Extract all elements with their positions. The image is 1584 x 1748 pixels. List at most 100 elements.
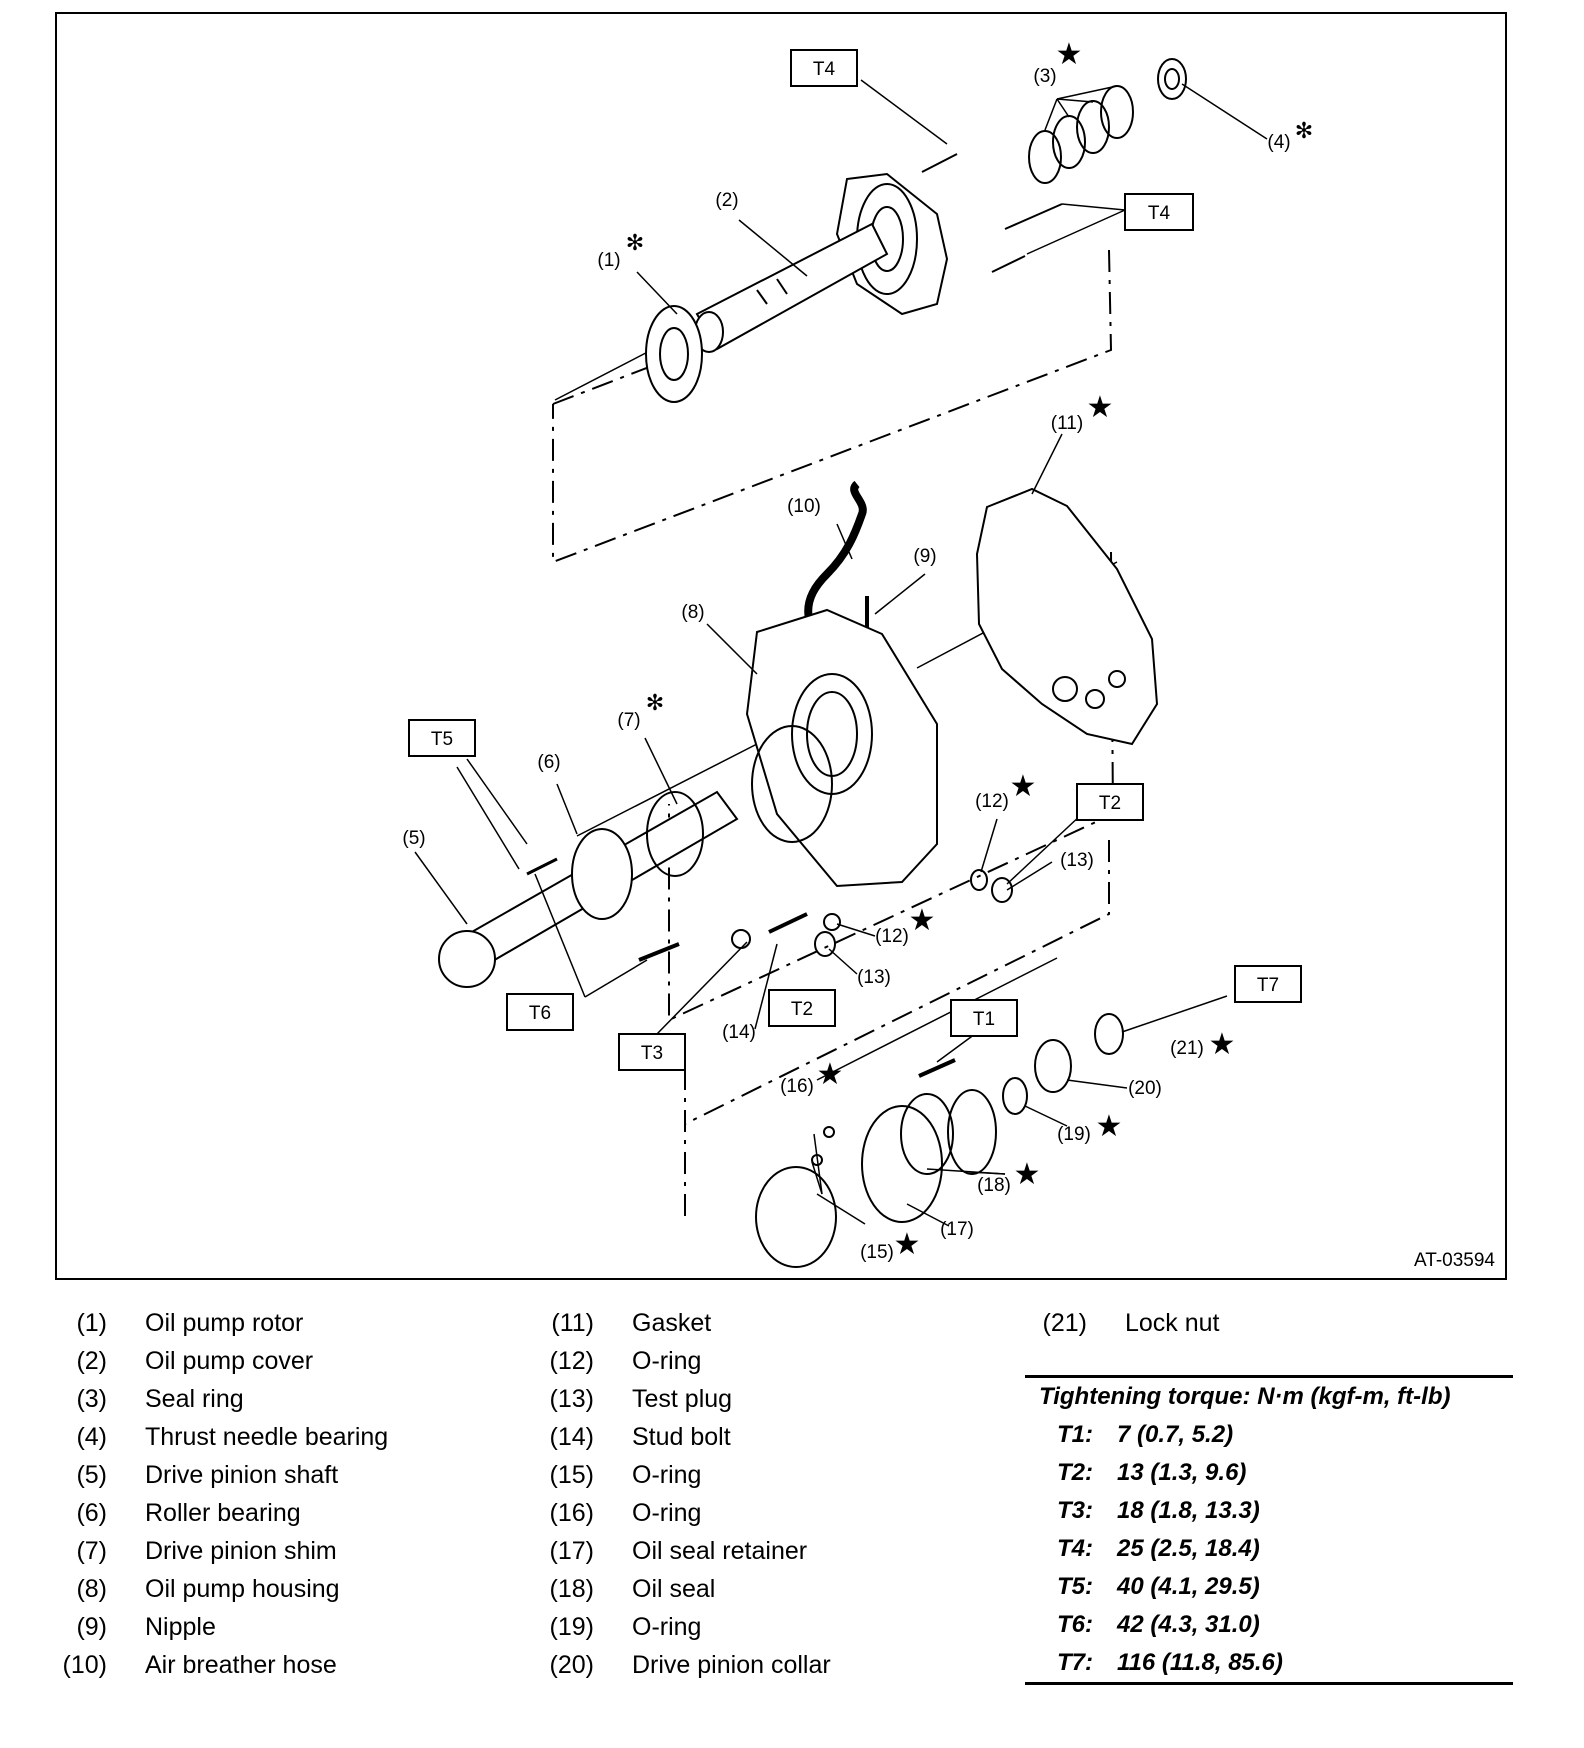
legend-label: Oil pump cover bbox=[145, 1347, 314, 1375]
exploded-diagram: T4 T4 T5 T6 T3 T2 T2 T1 T7 (1) (2) (3) (… bbox=[402, 38, 1313, 1268]
legend-number: (10) bbox=[62, 1651, 107, 1679]
callout-leader-lines bbox=[414, 79, 1268, 1227]
oil-pump-rotor-part bbox=[645, 305, 703, 403]
legend-number: (12) bbox=[549, 1347, 594, 1375]
roller-bearing-part bbox=[571, 828, 633, 920]
legend-number: (9) bbox=[76, 1613, 107, 1641]
legend-number: (18) bbox=[549, 1575, 594, 1603]
torque-label-t4-right: T4 bbox=[1148, 203, 1171, 224]
torque-row: T7: 116 (11.8, 85.6) bbox=[1025, 1644, 1513, 1682]
asterisk-icon: ✻ bbox=[1295, 118, 1313, 143]
legend-label: Lock nut bbox=[1125, 1309, 1220, 1337]
torque-label-t2-right: T2 bbox=[1099, 793, 1121, 814]
torque-label-t6: T6 bbox=[529, 1003, 551, 1024]
small-parts bbox=[526, 857, 1013, 962]
star-icon: ★ bbox=[1087, 391, 1114, 424]
legend-label: O-ring bbox=[632, 1499, 702, 1527]
callout-13-right: (13) bbox=[1060, 850, 1094, 871]
legend-label: Nipple bbox=[145, 1613, 216, 1641]
callout-12-lower: (12) bbox=[875, 926, 909, 947]
star-icon: ★ bbox=[1209, 1028, 1236, 1061]
torque-label-t3: T3 bbox=[641, 1043, 663, 1064]
legend-label: O-ring bbox=[632, 1461, 702, 1489]
torque-row: T2: 13 (1.3, 9.6) bbox=[1025, 1454, 1513, 1492]
star-icon: ★ bbox=[1096, 1110, 1123, 1143]
drive-pinion-shim-part bbox=[646, 791, 704, 877]
legend-label: Gasket bbox=[632, 1309, 712, 1337]
torque-box-labels: T4 T4 T5 T6 T3 T2 T2 T1 T7 bbox=[431, 59, 1279, 1064]
legend-number: (8) bbox=[76, 1575, 107, 1603]
callout-17: (17) bbox=[940, 1219, 974, 1240]
star-icon: ★ bbox=[1014, 1158, 1041, 1191]
callout-13-lower: (13) bbox=[857, 967, 891, 988]
star-icon: ★ bbox=[894, 1228, 921, 1261]
legend-label: Drive pinion shim bbox=[145, 1537, 337, 1565]
torque-value: 18 (1.8, 13.3) bbox=[1117, 1497, 1260, 1524]
torque-key: T4: bbox=[1057, 1535, 1093, 1562]
legend-number: (7) bbox=[76, 1537, 107, 1565]
legend-label: Oil seal bbox=[632, 1575, 716, 1603]
torque-table-heading: Tightening torque: N·m (kgf-m, ft-lb) bbox=[1039, 1383, 1451, 1410]
legend-label: Roller bearing bbox=[145, 1499, 301, 1527]
callout-20: (20) bbox=[1128, 1078, 1162, 1099]
torque-key: T6: bbox=[1057, 1611, 1093, 1638]
callout-10: (10) bbox=[787, 496, 821, 517]
torque-value: 7 (0.7, 5.2) bbox=[1117, 1421, 1234, 1448]
legend-label: Seal ring bbox=[145, 1385, 244, 1413]
callout-7: (7) bbox=[617, 710, 640, 731]
callout-4: (4) bbox=[1267, 132, 1290, 153]
callout-19: (19) bbox=[1057, 1124, 1091, 1145]
torque-row: T5: 40 (4.1, 29.5) bbox=[1025, 1568, 1513, 1606]
legend-number: (1) bbox=[76, 1309, 107, 1337]
callout-9: (9) bbox=[913, 546, 936, 567]
star-icon: ★ bbox=[1010, 770, 1037, 803]
torque-key: T5: bbox=[1057, 1573, 1093, 1600]
legend-number: (3) bbox=[76, 1385, 107, 1413]
star-icon: ★ bbox=[909, 904, 936, 937]
air-breather-hose-part bbox=[804, 480, 867, 620]
callout-2: (2) bbox=[715, 190, 738, 211]
torque-label-t4-top: T4 bbox=[813, 59, 836, 80]
t4-bolts bbox=[921, 153, 1063, 273]
torque-row: T6: 42 (4.3, 31.0) bbox=[1025, 1606, 1513, 1644]
torque-key: T7: bbox=[1057, 1649, 1093, 1676]
callout-15: (15) bbox=[860, 1242, 894, 1263]
callout-6: (6) bbox=[537, 752, 560, 773]
legend-label: Thrust needle bearing bbox=[145, 1423, 389, 1451]
torque-label-t7: T7 bbox=[1257, 975, 1279, 996]
callout-8: (8) bbox=[681, 602, 704, 623]
legend-number: (14) bbox=[549, 1423, 594, 1451]
torque-label-t5: T5 bbox=[431, 729, 453, 750]
exploded-diagram-frame: T4 T4 T5 T6 T3 T2 T2 T1 T7 (1) (2) (3) (… bbox=[55, 12, 1507, 1280]
legend-number: (4) bbox=[76, 1423, 107, 1451]
asterisk-icon: ✻ bbox=[626, 230, 644, 255]
torque-value: 42 (4.3, 31.0) bbox=[1117, 1611, 1260, 1638]
callout-12-right: (12) bbox=[975, 791, 1009, 812]
legend-number: (15) bbox=[549, 1461, 594, 1489]
legend-label: O-ring bbox=[632, 1613, 702, 1641]
callout-16: (16) bbox=[780, 1076, 814, 1097]
legend-label: Stud bolt bbox=[632, 1423, 731, 1451]
legend-number: (20) bbox=[549, 1651, 594, 1679]
torque-key: T2: bbox=[1057, 1459, 1093, 1486]
gasket-part bbox=[975, 487, 1159, 746]
torque-value: 116 (11.8, 85.6) bbox=[1117, 1649, 1283, 1676]
legend-number: (16) bbox=[549, 1499, 594, 1527]
torque-row: T4: 25 (2.5, 18.4) bbox=[1025, 1530, 1513, 1568]
torque-row: T3:18 (1.8, 13.3) bbox=[1025, 1492, 1513, 1530]
legend-label: Oil pump housing bbox=[145, 1575, 340, 1603]
torque-value: 13 (1.3, 9.6) bbox=[1117, 1459, 1247, 1486]
torque-value: 40 (4.1, 29.5) bbox=[1117, 1573, 1260, 1600]
tightening-torque-table: Tightening torque: N·m (kgf-m, ft-lb) T1… bbox=[1025, 1375, 1513, 1685]
legend-label: Air breather hose bbox=[145, 1651, 337, 1679]
legend-number: (6) bbox=[76, 1499, 107, 1527]
legend-label: O-ring bbox=[632, 1347, 702, 1375]
thrust-needle-bearing-part bbox=[1157, 58, 1187, 100]
legend-label: Oil pump rotor bbox=[145, 1309, 304, 1337]
torque-row: T1:7 (0.7, 5.2) bbox=[1025, 1416, 1513, 1454]
torque-value: 25 (2.5, 18.4) bbox=[1117, 1535, 1260, 1562]
callout-18: (18) bbox=[977, 1175, 1011, 1196]
callout-3: (3) bbox=[1033, 66, 1056, 87]
oil-pump-cover-part bbox=[694, 172, 949, 353]
asterisk-icon: ✻ bbox=[646, 690, 664, 715]
